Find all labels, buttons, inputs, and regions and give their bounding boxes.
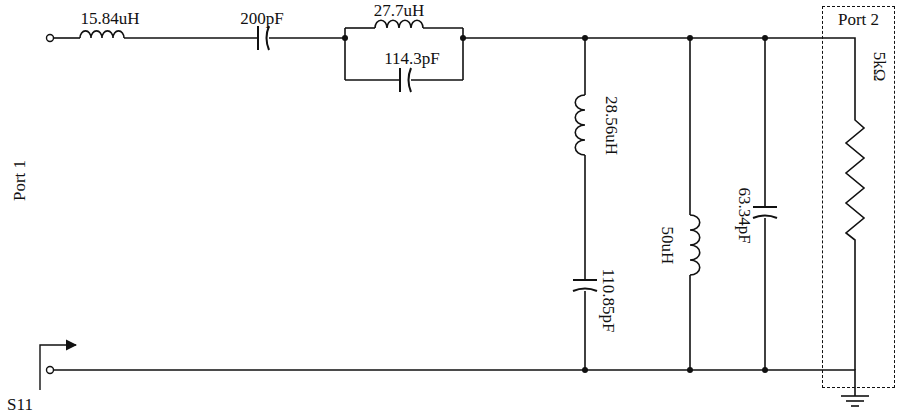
- ground-symbol: [846, 400, 864, 402]
- wire: [345, 27, 375, 29]
- resistor-symbol: [846, 110, 864, 250]
- component-value: 63.34pF: [736, 187, 753, 243]
- component-value: 27.7uH: [374, 2, 425, 19]
- junction-dot: [582, 35, 588, 41]
- ground-symbol: [851, 405, 859, 407]
- wire: [689, 38, 691, 215]
- inductor-symbol: [690, 215, 700, 275]
- component-value: 114.3pF: [384, 50, 440, 67]
- wire: [411, 79, 463, 81]
- parameter-label: S11: [7, 396, 33, 413]
- component-value: 200pF: [240, 10, 283, 27]
- wire: [345, 79, 400, 81]
- wire: [423, 27, 463, 29]
- capacitor-symbol: [400, 68, 411, 92]
- capacitor-symbol: [258, 26, 269, 50]
- component-value: 5kΩ: [871, 51, 888, 81]
- wire: [764, 218, 766, 370]
- junction-dot: [342, 35, 348, 41]
- wire: [124, 37, 258, 39]
- wire: [584, 155, 586, 280]
- port-terminal: [47, 367, 54, 374]
- reflection-arrow: [40, 345, 76, 390]
- port-label: Port 2: [823, 11, 894, 28]
- junction-dot: [582, 367, 588, 373]
- junction-dot: [762, 367, 768, 373]
- port-label: Port 1: [12, 159, 29, 200]
- component-value: 50uH: [660, 226, 677, 264]
- inductor-symbol: [375, 20, 423, 28]
- inductor-symbol: [575, 95, 585, 155]
- inductor-symbol: [80, 31, 124, 38]
- wire: [269, 37, 345, 39]
- wire: [54, 37, 80, 39]
- capacitor-symbol: [573, 280, 597, 291]
- capacitor-symbol: [753, 207, 777, 218]
- wire: [854, 250, 856, 370]
- component-value: 15.84uH: [80, 10, 139, 27]
- junction-dot: [762, 35, 768, 41]
- wire: [689, 275, 691, 370]
- port-terminal: [47, 35, 54, 42]
- component-value: 28.56uH: [604, 95, 621, 154]
- ground-symbol: [841, 395, 869, 397]
- wire: [584, 291, 586, 370]
- junction-dot: [687, 35, 693, 41]
- junction-dot: [687, 367, 693, 373]
- component-value: 110.85pF: [599, 268, 616, 332]
- wire: [764, 38, 766, 207]
- wire: [54, 370, 855, 396]
- wire: [463, 38, 855, 110]
- wire: [584, 38, 586, 95]
